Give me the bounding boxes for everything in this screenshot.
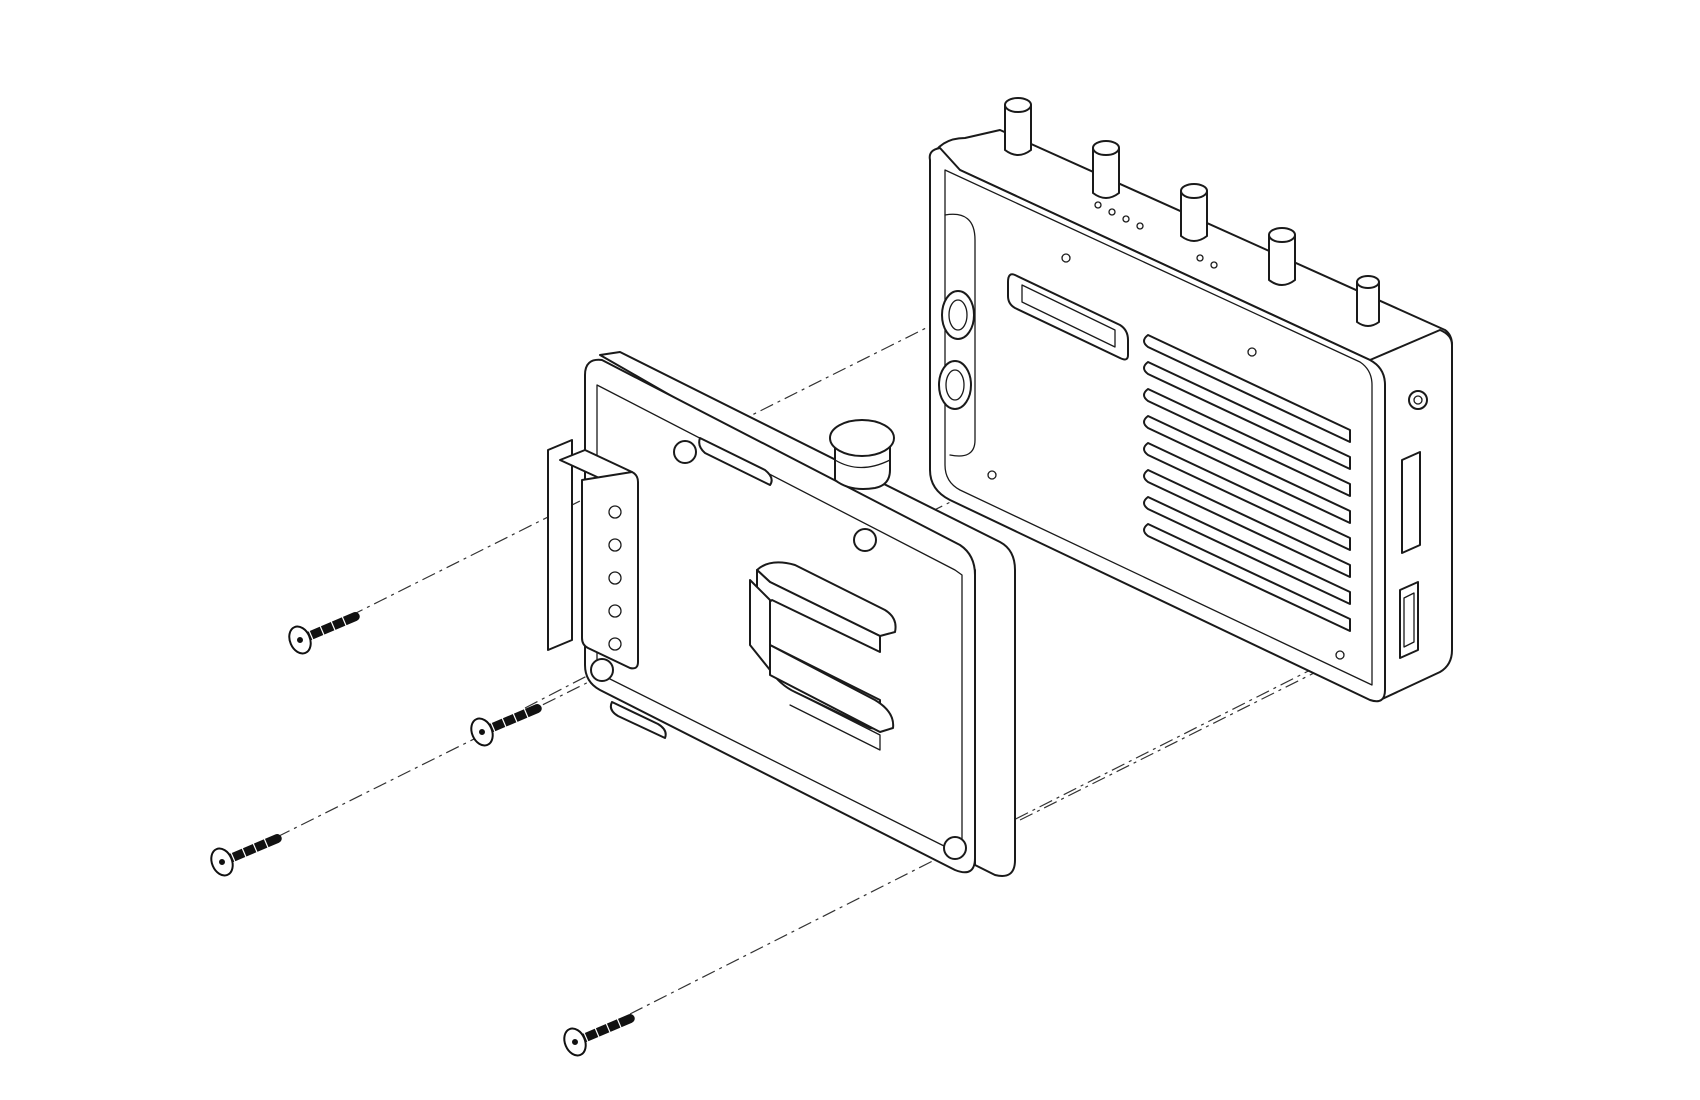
v-lock-wedge-lower bbox=[769, 644, 895, 733]
alignment-line-2 bbox=[524, 535, 859, 709]
cooling-fin bbox=[1143, 361, 1351, 470]
plate-bottom-lip bbox=[609, 701, 667, 739]
terminal-pin bbox=[608, 604, 622, 618]
side-usb-port-inner bbox=[1403, 592, 1415, 648]
cooling-fin bbox=[1143, 523, 1351, 632]
unit-front-bevel bbox=[944, 169, 1373, 686]
plate-side-face bbox=[599, 351, 1016, 877]
terminal-pin bbox=[608, 505, 622, 519]
terminal-connector bbox=[547, 439, 639, 670]
mounting-screw bbox=[563, 1014, 635, 1057]
cooling-fin bbox=[1143, 415, 1351, 524]
status-leds bbox=[1094, 201, 1218, 269]
side-connector-upper-inner bbox=[948, 299, 968, 331]
unit-left-notch bbox=[944, 213, 976, 457]
cooling-fin bbox=[1143, 469, 1351, 578]
plate-hole-top-right bbox=[853, 528, 877, 552]
mounting-screw bbox=[210, 834, 282, 877]
plate-hole-top-left bbox=[673, 440, 697, 464]
plate-front-face bbox=[584, 358, 976, 874]
led-indicator bbox=[1196, 254, 1204, 262]
v-mount-battery-plate bbox=[547, 351, 1016, 877]
terminal-block-front bbox=[581, 471, 639, 670]
cooling-fin bbox=[1143, 442, 1351, 551]
side-port-slot bbox=[1401, 451, 1421, 554]
antenna-connector bbox=[1268, 227, 1296, 286]
mounting-screw bbox=[288, 612, 360, 655]
antenna-connector bbox=[1092, 140, 1120, 199]
v-lock-wedge-lower-edge bbox=[789, 691, 881, 751]
terminal-block-side bbox=[547, 439, 573, 651]
terminal-pin bbox=[608, 538, 622, 552]
cooling-fin bbox=[1143, 388, 1351, 497]
cooling-fin bbox=[1143, 334, 1351, 443]
led-indicator bbox=[1210, 261, 1218, 269]
led-indicator bbox=[1094, 201, 1102, 209]
cooling-fin bbox=[1143, 496, 1351, 605]
side-screw-inner bbox=[1413, 395, 1423, 405]
mount-hole bbox=[987, 470, 997, 480]
antenna-connector bbox=[1180, 183, 1208, 242]
display-port-inner bbox=[1021, 284, 1116, 348]
mounting-screws bbox=[210, 612, 635, 1057]
transmitter-unit bbox=[928, 97, 1453, 703]
led-indicator bbox=[1108, 208, 1116, 216]
plate-hole-bottom-right bbox=[943, 836, 967, 860]
led-indicator bbox=[1136, 222, 1144, 230]
v-lock-wedge-upper bbox=[756, 561, 897, 637]
antenna-connector bbox=[1004, 97, 1032, 156]
latch-knob bbox=[829, 419, 895, 490]
side-connector-lower-inner bbox=[945, 369, 965, 401]
alignment-line-5 bbox=[1019, 659, 1341, 821]
terminal-pin bbox=[608, 571, 622, 585]
side-ports bbox=[1399, 390, 1428, 659]
terminal-pin bbox=[608, 637, 622, 651]
plate-top-groove bbox=[698, 437, 773, 486]
mount-hole bbox=[1247, 347, 1257, 357]
cooling-fins bbox=[1143, 334, 1351, 632]
antenna-connector bbox=[1356, 275, 1380, 327]
mount-hole bbox=[1335, 650, 1345, 660]
plate-hole-bottom-left bbox=[590, 658, 614, 682]
side-connector-upper bbox=[941, 290, 975, 340]
side-usb-port bbox=[1399, 581, 1419, 659]
led-indicator bbox=[1122, 215, 1130, 223]
mount-hole bbox=[1061, 253, 1071, 263]
side-screw bbox=[1408, 390, 1428, 410]
mounting-screw bbox=[470, 704, 542, 747]
antenna-connectors bbox=[1004, 97, 1380, 327]
side-connector-lower bbox=[938, 360, 972, 410]
